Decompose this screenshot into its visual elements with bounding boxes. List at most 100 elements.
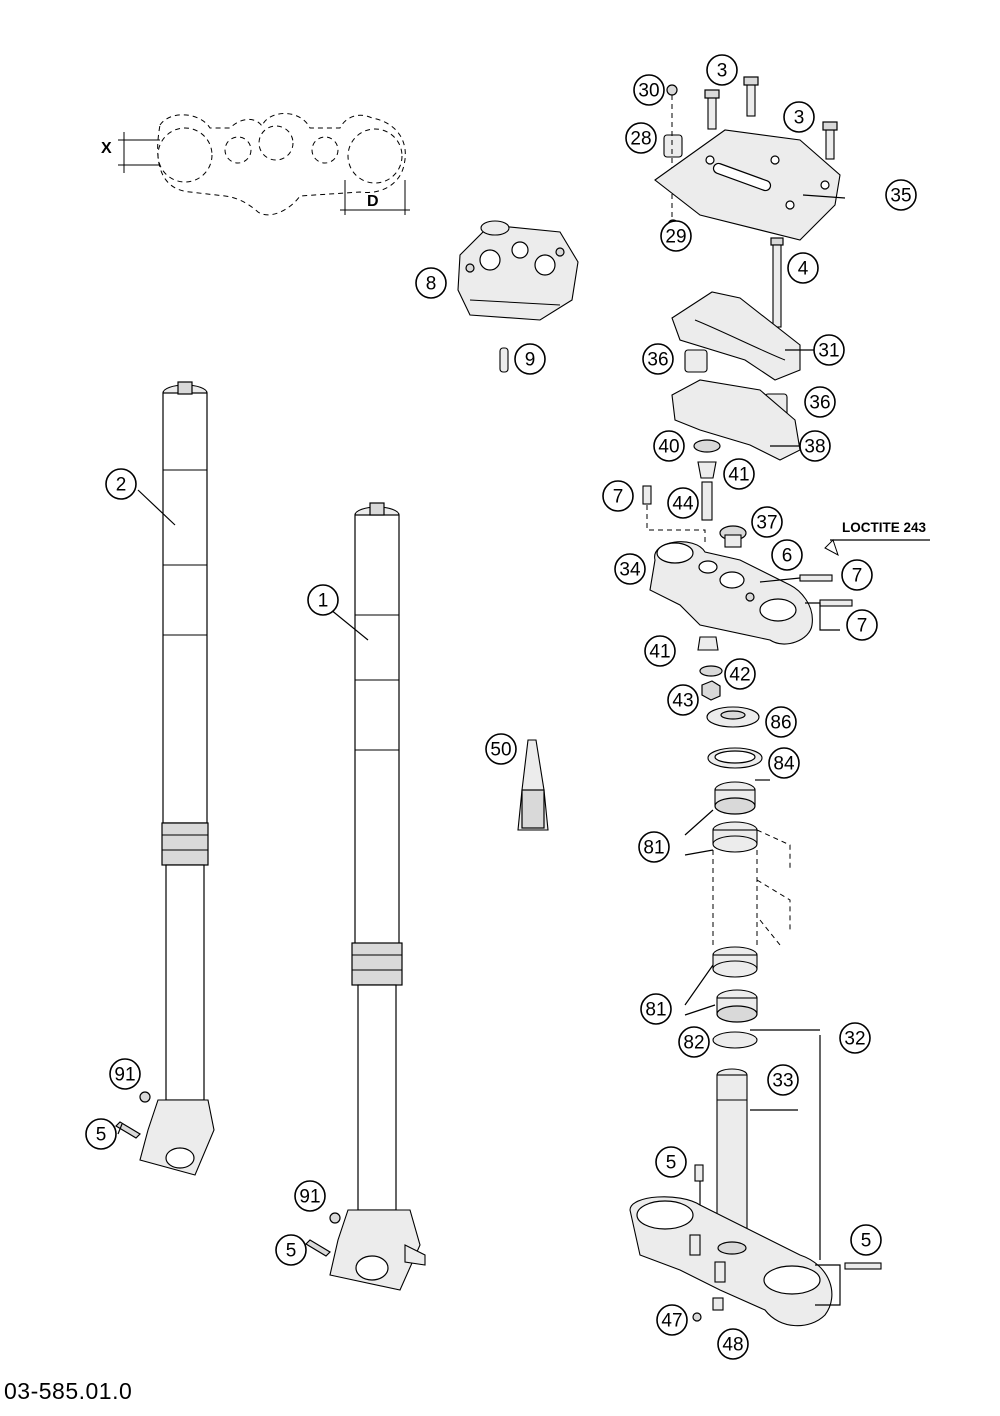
callout-82: 82 [678, 1026, 710, 1058]
plate-38 [671, 379, 801, 461]
seal-82 [712, 1031, 758, 1049]
callout-label: 41 [649, 642, 670, 663]
callout-84: 84 [768, 747, 800, 779]
callout-41: 41 [644, 635, 676, 667]
callout-7: 7 [841, 559, 873, 591]
callout-label: 91 [299, 1187, 320, 1208]
callout-5: 5 [850, 1224, 882, 1256]
callout-label: 30 [638, 81, 659, 102]
callout-38: 38 [799, 430, 831, 462]
callout-label: 3 [794, 108, 805, 129]
fork-leg-2 [115, 381, 215, 1176]
callout-32: 32 [839, 1022, 871, 1054]
screw-7 [642, 485, 652, 505]
callout-41: 41 [723, 458, 755, 490]
handlebar-plate-35 [654, 129, 841, 241]
callout-3: 3 [783, 101, 815, 133]
upper-triple-clamp-34 [649, 541, 813, 645]
dimension-x-label: X [101, 140, 112, 157]
callout-label: 50 [490, 740, 511, 761]
rubber-41b [697, 636, 719, 651]
callout-label: 8 [426, 274, 437, 295]
callout-label: 81 [643, 838, 664, 859]
callout-42: 42 [724, 658, 756, 690]
washer-40 [693, 439, 721, 453]
bearing-81-lower [712, 946, 758, 1023]
callout-9: 9 [514, 343, 546, 375]
callout-label: 28 [630, 129, 651, 150]
callout-label: 7 [613, 487, 624, 508]
callout-2: 2 [105, 468, 137, 500]
rubber-41 [697, 461, 717, 479]
callout-label: 31 [818, 341, 839, 362]
callout-35: 35 [885, 179, 917, 211]
callout-label: 29 [665, 227, 686, 248]
callout-37: 37 [751, 506, 783, 538]
callout-label: 33 [772, 1071, 793, 1092]
callout-label: 5 [861, 1231, 872, 1252]
callout-40: 40 [653, 430, 685, 462]
bolt-5b [844, 1262, 882, 1270]
pin-9 [499, 347, 509, 373]
callout-label: 37 [756, 513, 777, 534]
callout-label: 3 [717, 61, 728, 82]
fork-leg-1 [305, 502, 426, 1291]
callout-label: 6 [782, 546, 793, 567]
clamp-block-8 [457, 220, 579, 321]
callout-81: 81 [638, 831, 670, 863]
loctite-note: LOCTITE 243 [842, 520, 927, 535]
callout-34: 34 [614, 553, 646, 585]
callout-label: 5 [96, 1125, 107, 1146]
callout-7: 7 [602, 480, 634, 512]
bearing-81-upper [712, 781, 758, 853]
callout-4: 4 [787, 252, 819, 284]
callout-label: 42 [729, 665, 750, 686]
callout-label: 5 [666, 1153, 677, 1174]
callout-label: 36 [647, 350, 668, 371]
callout-label: 38 [804, 437, 825, 458]
callout-label: 1 [318, 591, 329, 612]
handlebar-clamp-31 [671, 291, 801, 381]
dimension-d-label: D [367, 193, 379, 210]
callout-30: 30 [633, 74, 665, 106]
callout-91: 91 [294, 1180, 326, 1212]
callout-label: 48 [722, 1335, 743, 1356]
callout-label: 47 [661, 1311, 682, 1332]
callout-6: 6 [771, 539, 803, 571]
callout-label: 40 [658, 437, 679, 458]
grease-tube-50 [517, 739, 549, 831]
callout-label: 36 [809, 393, 830, 414]
callout-7: 7 [846, 609, 878, 641]
nut-37 [719, 525, 747, 548]
callout-43: 43 [667, 684, 699, 716]
callout-8: 8 [415, 267, 447, 299]
callout-label: 7 [852, 566, 863, 587]
bolt-5 [694, 1164, 704, 1182]
callout-1: 1 [307, 584, 339, 616]
callout-label: 44 [672, 494, 694, 515]
bolt-4 [770, 237, 784, 328]
callout-28: 28 [625, 122, 657, 154]
callout-label: 91 [114, 1065, 135, 1086]
callout-36: 36 [642, 343, 674, 375]
callout-44: 44 [667, 487, 699, 519]
callout-label: 35 [890, 186, 911, 207]
lower-triple-clamp-32 [629, 1196, 833, 1327]
callout-5: 5 [85, 1118, 117, 1150]
callout-29: 29 [660, 220, 692, 252]
callout-91: 91 [109, 1058, 141, 1090]
callout-label: 4 [798, 259, 809, 280]
nut-43 [701, 680, 721, 701]
seal-ring-84 [707, 747, 763, 769]
bolt-7 [819, 599, 853, 607]
callout-label: 41 [728, 465, 749, 486]
callout-label: 43 [672, 691, 693, 712]
callout-label: 32 [844, 1029, 865, 1050]
callout-50: 50 [485, 733, 517, 765]
callout-label: 5 [286, 1241, 297, 1262]
callout-31: 31 [813, 334, 845, 366]
callout-label: 7 [857, 616, 868, 637]
callout-36: 36 [804, 386, 836, 418]
callout-33: 33 [767, 1064, 799, 1096]
